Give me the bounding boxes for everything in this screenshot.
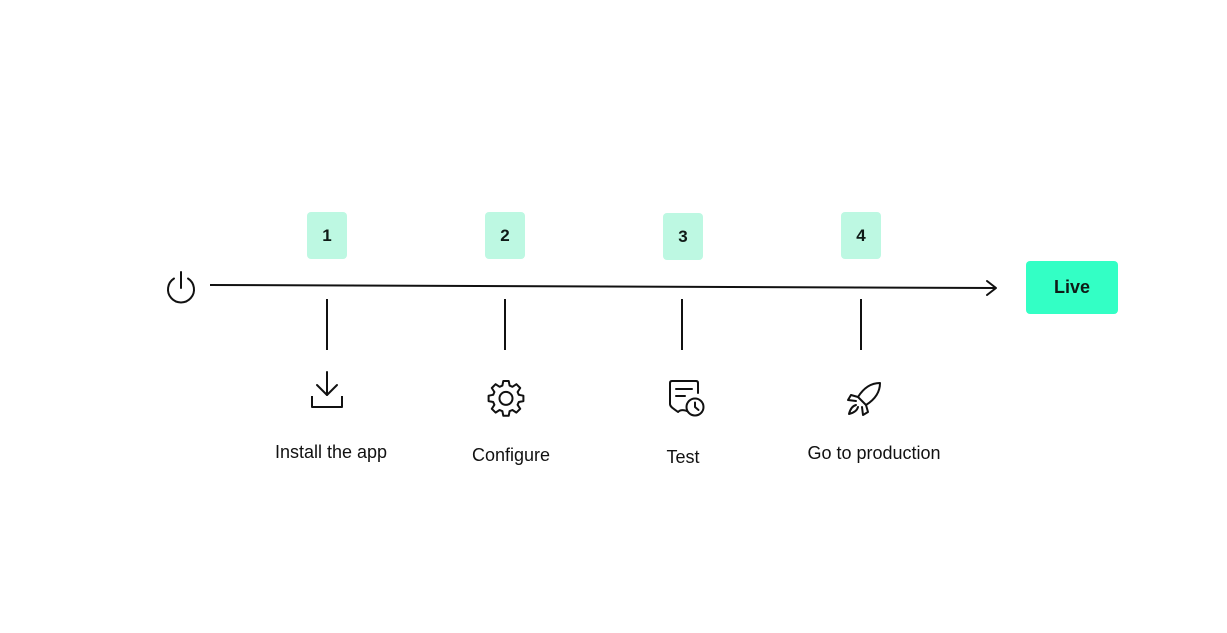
step-3-connector — [681, 299, 683, 350]
step-3-badge: 3 — [663, 213, 703, 260]
test-document-clock-icon — [669, 380, 705, 417]
download-icon — [311, 371, 343, 408]
step-3-number: 3 — [678, 226, 688, 246]
live-badge: Live — [1026, 261, 1118, 314]
rocket-icon — [847, 382, 881, 416]
step-4-label: Go to production — [807, 443, 941, 463]
step-1-label: Install the app — [274, 442, 388, 462]
step-2-label: Configure — [471, 445, 551, 465]
step-3-label: Test — [666, 447, 700, 467]
step-2-number: 2 — [500, 225, 510, 245]
gear-icon — [487, 380, 525, 417]
step-1-badge: 1 — [307, 212, 347, 259]
step-4-connector — [860, 299, 862, 350]
step-1-number: 1 — [322, 225, 332, 245]
step-2-badge: 2 — [485, 212, 525, 259]
step-4-badge: 4 — [841, 212, 881, 259]
step-2-connector — [504, 299, 506, 350]
live-label: Live — [1053, 277, 1091, 297]
step-1-connector — [326, 299, 328, 350]
power-icon — [167, 271, 195, 304]
step-4-number: 4 — [856, 225, 866, 245]
